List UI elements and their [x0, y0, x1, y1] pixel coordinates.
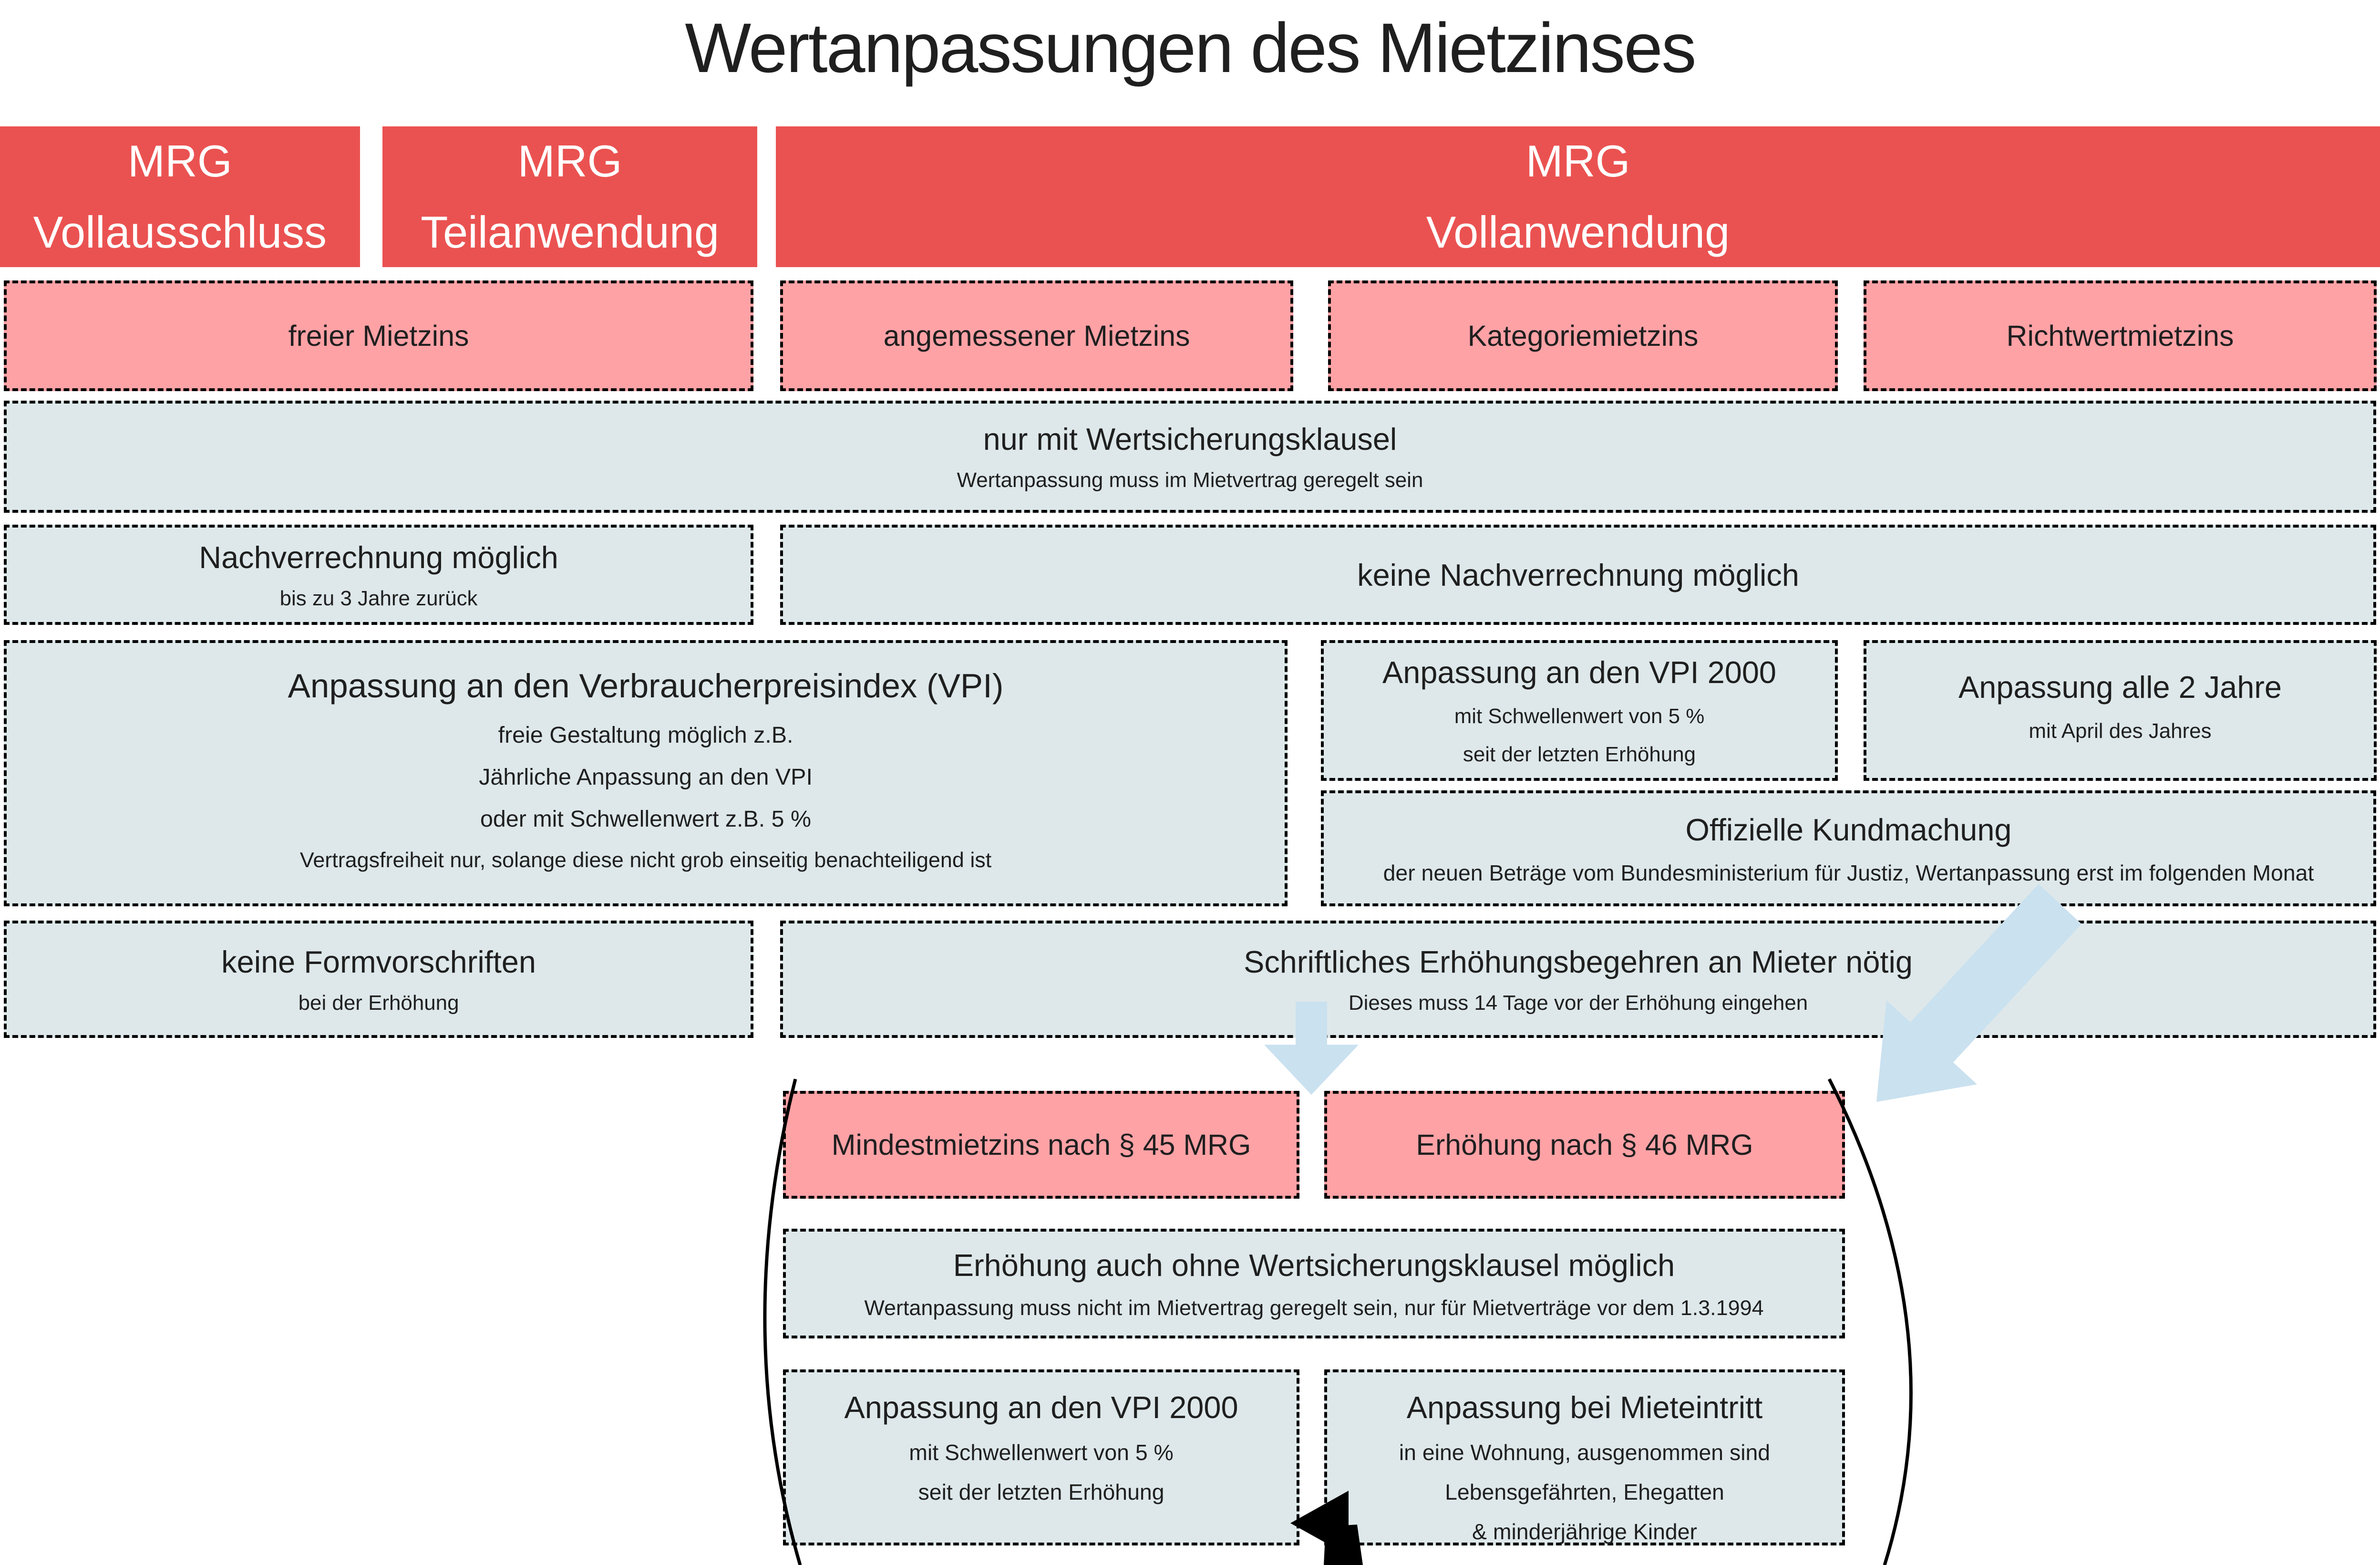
box-subtitle: Dieses muss 14 Tage vor der Erhöhung ein…	[1348, 991, 1808, 1015]
box-nachverrechnung-moeglich: Nachverrechnung möglich bis zu 3 Jahre z…	[3, 525, 754, 625]
box-erhoehungsbegehren: Schriftliches Erhöhungsbegehren an Miete…	[780, 921, 2376, 1038]
box-title: nur mit Wertsicherungsklausel	[983, 421, 1397, 456]
header-mrg-vollausschluss: MRG Vollausschluss	[0, 126, 360, 268]
box-title: Offizielle Kundmachung	[1685, 812, 2012, 847]
box-subtitle: bis zu 3 Jahre zurück	[279, 586, 478, 610]
box-line: mit Schwellenwert von 5 %	[1454, 705, 1705, 728]
box-title: keine Formvorschriften	[221, 944, 536, 979]
header-line: Vollanwendung	[1426, 207, 1730, 257]
box-note: Vertragsfreiheit nur, solange diese nich…	[299, 848, 992, 872]
box-line: Lebensgefährten, Ehegatten	[1445, 1479, 1724, 1504]
header-mrg-teilanwendung: MRG Teilanwendung	[382, 126, 758, 268]
header-line: Vollausschluss	[33, 207, 327, 257]
box-line: seit der letzten Erhöhung	[918, 1479, 1164, 1504]
box-freier-mietzins: freier Mietzins	[3, 280, 754, 391]
box-keine-formvorschriften: keine Formvorschriften bei der Erhöhung	[3, 921, 754, 1038]
box-subtitle: Wertanpassung muss im Mietvertrag gerege…	[957, 468, 1423, 492]
box-title: Anpassung an den VPI 2000	[1382, 655, 1777, 690]
box-vpi-2000-unten: Anpassung an den VPI 2000 mit Schwellenw…	[783, 1369, 1300, 1546]
box-title: Anpassung an den Verbraucherpreisindex (…	[288, 667, 1004, 705]
box-erhoehung-ohne-klausel: Erhöhung auch ohne Wertsicherungsklausel…	[783, 1229, 1845, 1339]
header-line: MRG	[517, 136, 622, 187]
box-erhoehung-46: Erhöhung nach § 46 MRG	[1324, 1091, 1845, 1199]
box-label: Kategoriemietzins	[1467, 319, 1699, 352]
box-title: keine Nachverrechnung möglich	[1357, 557, 1799, 592]
box-label: angemessener Mietzins	[883, 319, 1190, 352]
box-anpassung-mieteintritt: Anpassung bei Mieteintritt in eine Wohnu…	[1324, 1369, 1845, 1546]
box-label: freier Mietzins	[288, 319, 469, 352]
box-angemessener-mietzins: angemessener Mietzins	[780, 280, 1294, 391]
box-line: Jährliche Anpassung an den VPI	[479, 764, 813, 790]
box-offizielle-kundmachung: Offizielle Kundmachung der neuen Beträge…	[1321, 790, 2376, 907]
box-label: Erhöhung nach § 46 MRG	[1416, 1129, 1753, 1161]
box-anpassung-alle-2-jahre: Anpassung alle 2 Jahre mit April des Jah…	[1863, 640, 2377, 781]
box-line: in eine Wohnung, ausgenommen sind	[1399, 1440, 1771, 1465]
box-title: Anpassung an den VPI 2000	[844, 1389, 1238, 1425]
box-vpi-2000: Anpassung an den VPI 2000 mit Schwellenw…	[1321, 640, 1838, 781]
box-label: Mindestmietzins nach § 45 MRG	[831, 1129, 1251, 1161]
box-line: mit April des Jahres	[2029, 719, 2212, 743]
header-line: MRG	[1525, 136, 1630, 187]
header-line: MRG	[127, 136, 232, 187]
box-keine-nachverrechnung: keine Nachverrechnung möglich	[780, 525, 2376, 625]
box-line: mit Schwellenwert von 5 %	[909, 1440, 1174, 1465]
box-line: freie Gestaltung möglich z.B.	[498, 722, 793, 748]
box-line: seit der letzten Erhöhung	[1463, 743, 1696, 767]
box-subtitle: Wertanpassung muss nicht im Mietvertrag …	[864, 1296, 1764, 1320]
box-title: Anpassung bei Mieteintritt	[1406, 1389, 1763, 1425]
box-title: Erhöhung auch ohne Wertsicherungsklausel…	[953, 1248, 1675, 1283]
page-title: Wertanpassungen des Mietzinses	[685, 9, 1696, 88]
box-title: Schriftliches Erhöhungsbegehren an Miete…	[1244, 944, 1913, 979]
box-wertsicherungsklausel: nur mit Wertsicherungsklausel Wertanpass…	[3, 401, 2376, 513]
box-mindestmietzins-45: Mindestmietzins nach § 45 MRG	[783, 1091, 1300, 1199]
box-title: Nachverrechnung möglich	[199, 539, 558, 575]
box-title: Anpassung alle 2 Jahre	[1958, 670, 2282, 705]
box-line: oder mit Schwellenwert z.B. 5 %	[480, 806, 812, 832]
box-richtwertmietzins: Richtwertmietzins	[1863, 280, 2377, 391]
box-kategoriemietzins: Kategoriemietzins	[1328, 280, 1838, 391]
header-mrg-vollanwendung: MRG Vollanwendung	[776, 126, 2380, 268]
box-label: Richtwertmietzins	[2006, 319, 2234, 352]
box-subtitle: der neuen Beträge vom Bundesministerium …	[1383, 860, 2314, 885]
box-vpi-freie-gestaltung: Anpassung an den Verbraucherpreisindex (…	[3, 640, 1288, 907]
box-subtitle: bei der Erhöhung	[298, 991, 459, 1015]
header-line: Teilanwendung	[421, 207, 720, 257]
box-line: & minderjährige Kinder	[1472, 1519, 1698, 1544]
